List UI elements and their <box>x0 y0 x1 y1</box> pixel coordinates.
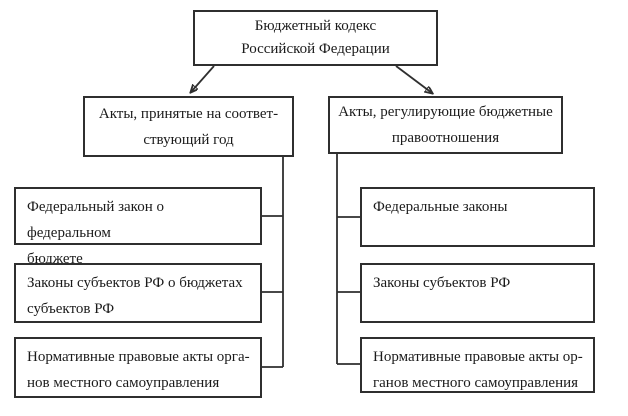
arrow-root-to-right-branch <box>395 65 432 93</box>
leaf-node-municipal-legal-acts-right: Нормативные правовые акты ор- ганов мест… <box>360 337 595 393</box>
leaf-node-federal-laws: Федеральные законы <box>360 187 595 247</box>
root-node-budget-code: Бюджетный кодекс Российской Федерации <box>193 10 438 66</box>
leaf-node-federal-law-on-federal-budget: Федеральный закон о федеральном бюджете <box>14 187 262 267</box>
branch-node-acts-regulating-relations: Акты, регулирующие бюджетные правоотноше… <box>328 96 563 154</box>
arrow-root-to-left-branch <box>191 65 215 92</box>
leaf-node-municipal-legal-acts-left: Нормативные правовые акты орга- нов мест… <box>14 337 262 398</box>
left-branch-connector-stubs <box>262 215 283 368</box>
leaf-node-laws-of-rf-subjects: Законы субъектов РФ <box>360 263 595 323</box>
right-branch-connector-stubs <box>337 216 360 365</box>
branch-node-acts-for-year: Акты, принятые на соответ- ствующий год <box>83 96 294 157</box>
leaf-node-laws-of-rf-subjects-on-budgets: Законы субъектов РФ о бюджетах субъектов… <box>14 263 262 323</box>
